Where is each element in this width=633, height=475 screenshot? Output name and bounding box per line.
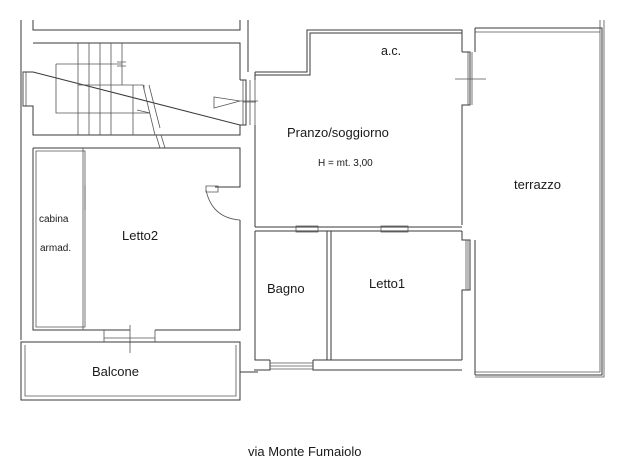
- label-terrazzo: terrazzo: [514, 177, 561, 192]
- label-pranzo-soggiorno: Pranzo/soggiorno: [287, 125, 389, 140]
- label-ac: a.c.: [381, 44, 402, 58]
- label-letto2: Letto2: [122, 228, 159, 243]
- label-armadio: armad.: [40, 243, 72, 254]
- label-cabina: cabina: [39, 214, 69, 225]
- label-letto1: Letto1: [369, 276, 406, 291]
- terrazzo-area: [474, 20, 605, 378]
- letto2-room: [32, 147, 241, 353]
- label-ceiling-height: H = mt. 3,00: [318, 158, 373, 169]
- street-name: via Monte Fumaiolo: [248, 444, 362, 459]
- pranzo-soggiorno-room: [243, 29, 486, 227]
- internal-partition: [255, 225, 462, 233]
- label-balcone: Balcone: [92, 364, 139, 379]
- balcone-area: [20, 341, 258, 401]
- letto1-room: [461, 231, 476, 375]
- bagno-room: [254, 231, 462, 371]
- label-bagno: Bagno: [267, 281, 305, 296]
- stair-room: [22, 42, 258, 149]
- top-strip: [20, 20, 249, 340]
